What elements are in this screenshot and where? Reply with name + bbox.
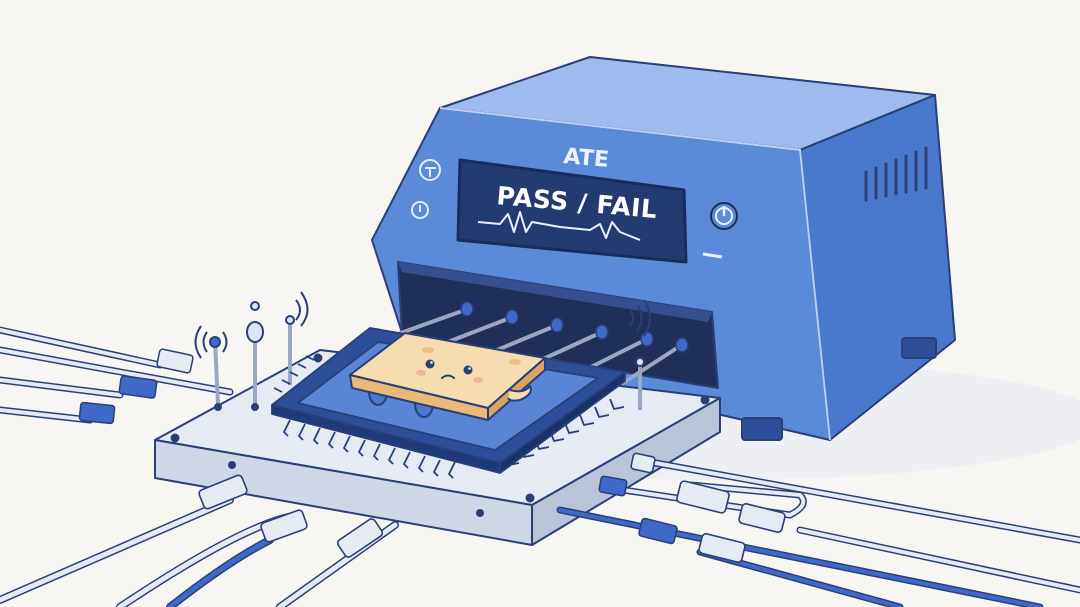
cables-back [0,326,234,424]
machine-foot [741,417,783,441]
indicator-light [702,252,723,259]
cable-connectors-back [78,348,194,425]
cable-connectors-front [198,452,786,563]
thermometer-icon [419,159,441,181]
brand-label: ATE [562,144,609,173]
antennas [209,301,645,411]
character-side [487,357,546,421]
plate-side-right [531,397,721,546]
wireless-signal-icon [629,299,651,337]
power-icon[interactable] [710,202,738,230]
die-character [349,332,546,421]
wireless-signal-icon [194,291,309,359]
sad-face-icon [416,359,483,383]
side-vents [864,146,928,202]
chip-pins [273,355,625,479]
power-icon[interactable] [411,201,429,219]
waveform-trace [477,211,641,241]
cables-front [0,458,1080,607]
character-arm [507,385,532,402]
machine-foot [901,337,937,359]
